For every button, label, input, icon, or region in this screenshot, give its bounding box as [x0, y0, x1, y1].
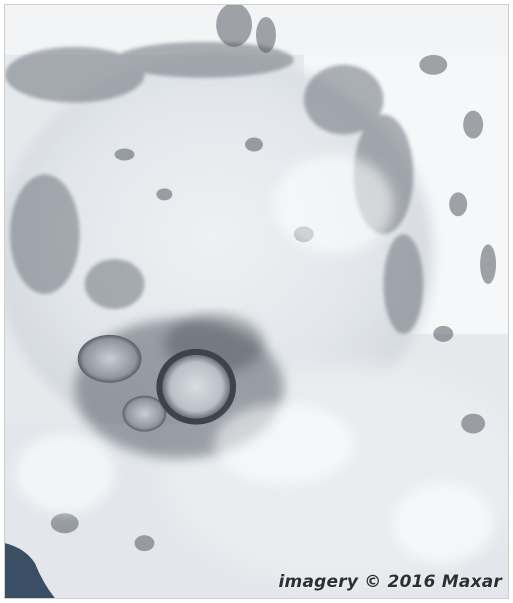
- imagery-credit: imagery © 2016 Maxar: [278, 572, 502, 592]
- satellite-image: [5, 5, 508, 598]
- satellite-image-frame: imagery © 2016 Maxar: [4, 4, 509, 599]
